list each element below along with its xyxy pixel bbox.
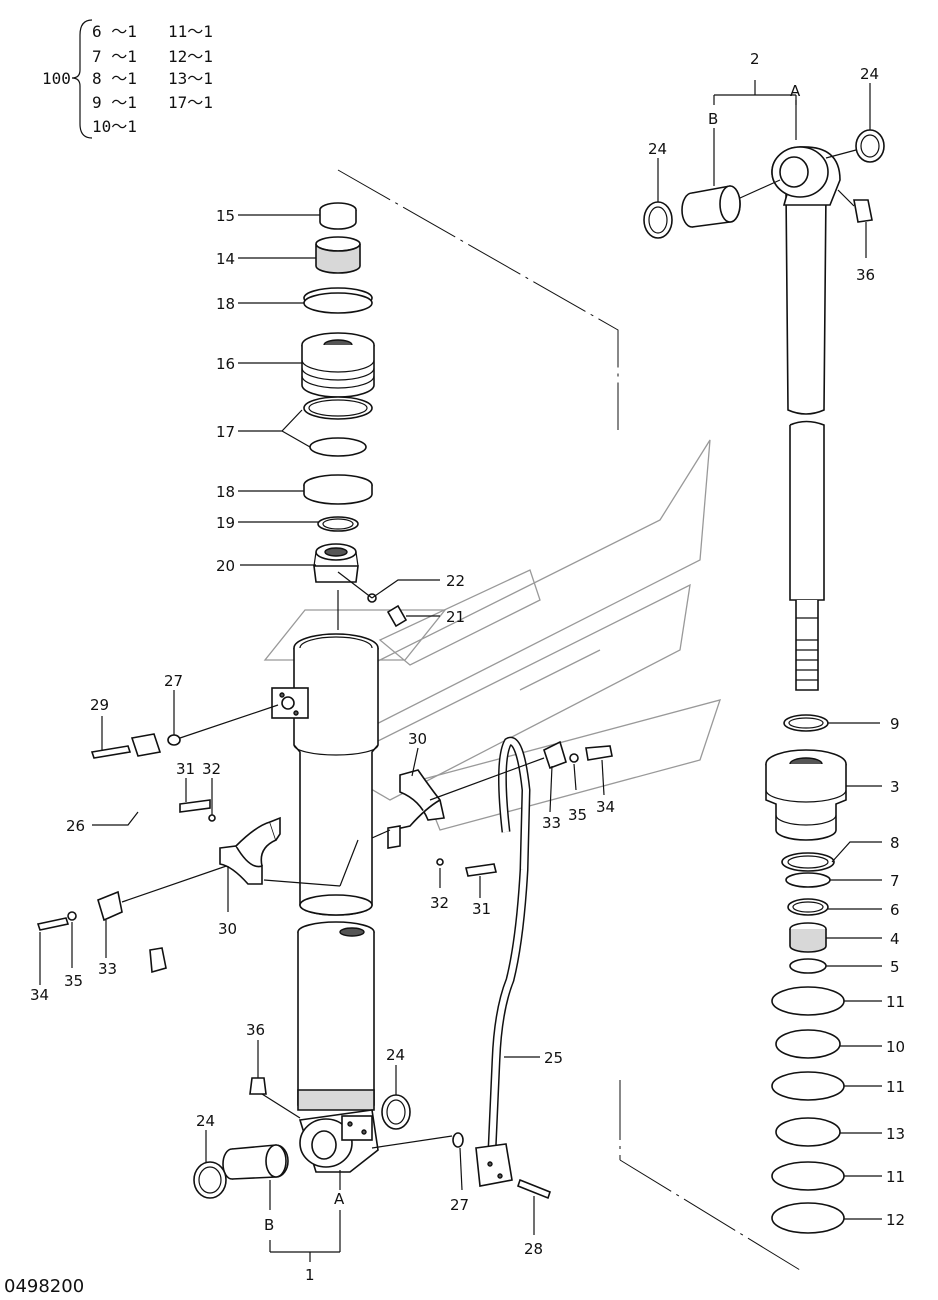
part-label: 2 (750, 50, 760, 68)
part-label: 4 (890, 930, 900, 948)
part-label: 24 (648, 140, 667, 158)
pipe-25 (371, 736, 613, 1200)
gland-parts (765, 714, 847, 1234)
part-label: 10 (886, 1038, 905, 1056)
part-label: 24 (386, 1046, 405, 1064)
part-label: 21 (446, 608, 465, 626)
part-label: 11 (886, 993, 905, 1011)
part-label: 19 (216, 514, 235, 532)
kit-line: 17～1 (168, 93, 213, 112)
cylinder-tube (193, 633, 411, 1199)
part-label: B (264, 1216, 274, 1234)
part-label: 32 (202, 760, 221, 778)
part-label: 36 (856, 266, 875, 284)
part-label: 26 (66, 817, 85, 835)
clamp-30-left (179, 799, 359, 887)
part-label: 32 (430, 894, 449, 912)
kit-line: 6 ～1 (92, 22, 137, 41)
part-label: A (790, 82, 801, 100)
clamp-30-right (371, 769, 497, 877)
part-label: 9 (890, 715, 900, 733)
part-label: 33 (98, 960, 117, 978)
part-label: 3 (890, 778, 900, 796)
piston-parts (301, 202, 408, 630)
part-label: 15 (216, 207, 235, 225)
part-label: 31 (176, 760, 195, 778)
part-label: 11 (886, 1168, 905, 1186)
part-label: 11 (886, 1078, 905, 1096)
part-label: 6 (890, 901, 900, 919)
kit-line: 9 ～1 (92, 93, 137, 112)
part-label: 18 (216, 295, 235, 313)
pipe-26 (36, 704, 279, 974)
drawing-code: 0498200 (4, 1276, 84, 1297)
part-label: 30 (218, 920, 237, 938)
part-label: 33 (542, 814, 561, 832)
rod (643, 129, 885, 691)
part-label: 30 (408, 730, 427, 748)
part-label: 27 (164, 672, 183, 690)
kit-line: 10～1 (92, 117, 137, 136)
part-label: 7 (890, 872, 900, 890)
part-label: 34 (30, 986, 49, 1004)
part-label: 36 (246, 1021, 265, 1039)
part-label: 1 (305, 1266, 315, 1284)
part-label: 25 (544, 1049, 563, 1067)
leader-lines (39, 80, 882, 1262)
part-label: 24 (196, 1112, 215, 1130)
part-label: 13 (886, 1125, 905, 1143)
part-label: 22 (446, 572, 465, 590)
part-label: 17 (216, 423, 235, 441)
part-label: 8 (890, 834, 900, 852)
part-label: B (708, 110, 718, 128)
kit-line: 8 ～1 (92, 69, 137, 88)
part-label: 35 (568, 806, 587, 824)
kit-number: 100 (42, 69, 71, 88)
part-label: A (334, 1190, 345, 1208)
part-label: 18 (216, 483, 235, 501)
part-label: 20 (216, 557, 235, 575)
part-label: 12 (886, 1211, 905, 1229)
kit-line: 13～1 (168, 69, 213, 88)
part-labels: 15 14 18 16 17 18 19 20 22 21 29 27 31 3… (30, 50, 905, 1284)
part-label: 29 (90, 696, 109, 714)
kit-line: 11～1 (168, 22, 213, 41)
part-label: 35 (64, 972, 83, 990)
assembly-lines (337, 169, 801, 1271)
part-label: 14 (216, 250, 235, 268)
part-label: 28 (524, 1240, 543, 1258)
kit-list: 100 6 ～1 7 ～1 8 ～1 9 ～1 10～1 11～1 12～1 1… (42, 19, 213, 139)
kit-line: 12～1 (168, 47, 213, 66)
part-label: 5 (890, 958, 900, 976)
part-label: 27 (450, 1196, 469, 1214)
part-label: 24 (860, 65, 879, 83)
part-label: 31 (472, 900, 491, 918)
part-label: 34 (596, 798, 615, 816)
kit-line: 7 ～1 (92, 47, 137, 66)
part-label: 16 (216, 355, 235, 373)
